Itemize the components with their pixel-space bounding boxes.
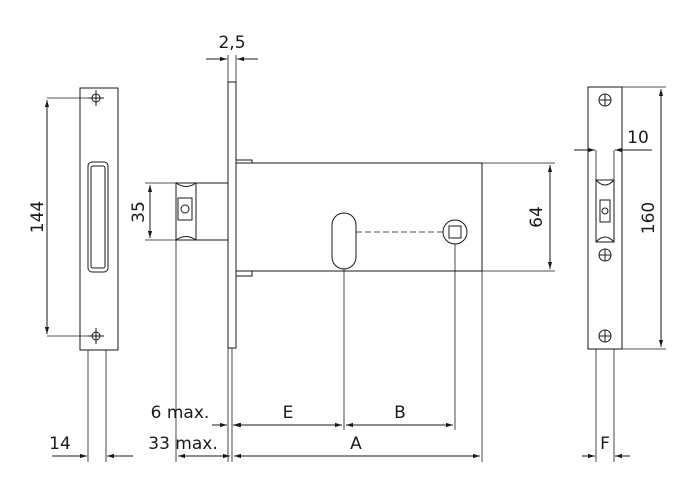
faceplate-front: 10 160 F <box>574 86 666 462</box>
dim-f-label: F <box>600 434 610 454</box>
dim-6-max: 6 max. <box>151 403 248 428</box>
dim-e-b: E B <box>234 403 453 428</box>
dim-144-label: 144 <box>28 201 48 233</box>
dim-160-label: 160 <box>639 202 659 234</box>
dim-35: 35 <box>129 182 176 241</box>
dim-b-label: B <box>394 403 406 423</box>
dim-64: 64 <box>482 162 555 272</box>
screw-icon <box>598 329 612 343</box>
screw-icon <box>598 248 612 262</box>
lock-body <box>175 81 483 349</box>
dim-33-max-a: 33 max. A <box>148 434 480 459</box>
dim-14-label: 14 <box>49 434 71 454</box>
dim-35-label: 35 <box>129 201 149 223</box>
dim-33-max-label: 33 max. <box>148 434 217 454</box>
dim-a-label: A <box>350 434 362 454</box>
dim-2-5-label: 2,5 <box>218 33 245 53</box>
dim-2-5: 2,5 <box>206 33 258 82</box>
dim-10-label: 10 <box>627 128 649 148</box>
strike-plate: 144 14 <box>28 87 133 462</box>
dim-6-max-label: 6 max. <box>151 403 210 423</box>
dim-64-label: 64 <box>527 206 547 228</box>
extension-lines <box>175 240 483 462</box>
dim-e-label: E <box>283 403 294 423</box>
screw-icon <box>598 93 612 107</box>
